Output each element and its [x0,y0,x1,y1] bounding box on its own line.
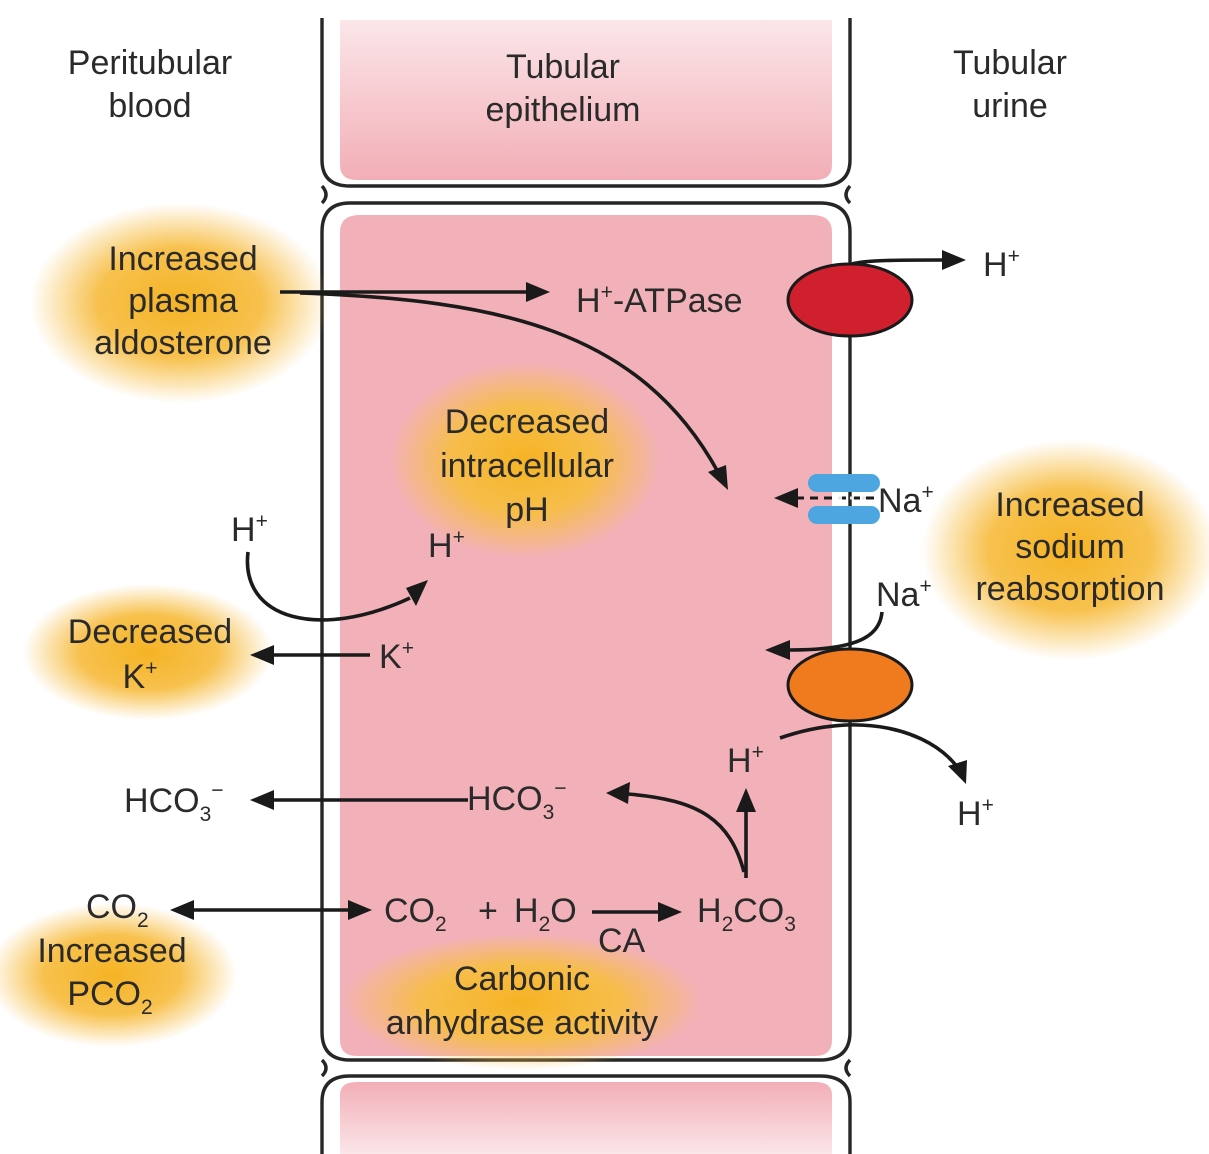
arrowhead [708,465,728,490]
arrows [170,250,967,922]
reaction-plus: + [478,892,498,930]
pco2-line2: PCO2 [67,975,152,1019]
sodium-reabsorption-line3: reabsorption [975,570,1164,608]
upper-cell-fill [340,20,832,180]
na-exchanger-label: Na+ [876,575,932,614]
na-h-exchanger [786,647,914,723]
na-channel-label: Na+ [878,481,934,520]
reaction-co2: CO2 [384,892,447,936]
h-blood-to-cell-arrow [245,551,411,622]
reaction-enzyme-ca: CA [598,922,646,960]
carbonic-anhydrase-line1: Carbonic [454,960,590,998]
reaction-h2o: H2O [514,892,577,936]
lower-junction [320,1058,852,1078]
carbonic-anhydrase-line2: anhydrase activity [386,1004,658,1042]
arrowhead [170,900,194,920]
lower-cell-fill [340,1082,832,1154]
aldosterone-line3: aldosterone [94,324,272,362]
h-atpase-pump [786,262,914,338]
h-exchanger-out-label: H+ [957,794,994,833]
sodium-reabsorption-line1: Increased [995,486,1144,524]
main-cell-wall [320,201,852,1062]
highlight-glows [0,203,1209,1070]
hco3-blood-label: HCO3− [124,779,224,826]
arrowhead [250,790,274,810]
k-cell-label: K+ [379,637,414,676]
arrowhead [736,788,756,812]
transporters [786,262,914,723]
aldosterone-to-cell-arrow [299,291,720,473]
na-exchanger-arrow [789,611,884,652]
intracellular-ph-line3: pH [505,491,548,529]
header-tubular-epithelium-line1: Tubular [506,48,620,86]
arrowhead [774,488,798,508]
lower-cell-wall [320,1074,852,1154]
arrowhead [348,900,372,920]
column-headers: Peritubular blood Tubular epithelium Tub… [68,44,1067,129]
hco3-cell-label: HCO3− [467,777,567,824]
h-atpase-label: H+-ATPase [576,281,743,320]
header-tubular-urine-line1: Tubular [953,44,1067,82]
decreased-k-line2: K+ [123,657,158,696]
intracellular-ph-line1: Decreased [445,403,609,441]
na-channel-top [808,474,880,492]
upper-cell-wall [320,18,852,188]
arrowhead [606,782,630,804]
atpase-h-out-arrow [851,258,946,266]
decreased-k-glow [23,584,273,720]
aldosterone-line2: plasma [128,282,238,320]
h-exchanger-arrow [779,723,960,770]
reaction-h2co3: H2CO3 [697,892,796,936]
h-exchanger-in-label: H+ [727,741,764,780]
pco2-glow [0,903,237,1047]
aldosterone-line1: Increased [108,240,257,278]
highlight-labels: Increased plasma aldosterone Decreased i… [37,240,1164,1042]
na-channel-bottom [808,506,880,524]
arrowhead [658,902,682,922]
arrowhead [526,282,550,302]
sodium-reabsorption-glow [922,440,1209,660]
header-tubular-urine-line2: urine [972,87,1048,125]
intracellular-ph-glow [390,362,660,558]
chemical-labels: H+-ATPase H+ Na+ Na+ H+ H+ H+ H+ K+ HCO3… [86,245,1020,960]
decreased-k-line1: Decreased [68,613,232,651]
arrowhead [406,580,428,606]
header-tubular-epithelium-line2: epithelium [486,91,641,129]
h2co3-to-hco3-arrow [627,792,746,873]
upper-junction [320,184,852,205]
pco2-line1: Increased [37,932,186,970]
arrowhead [942,250,966,270]
carbonic-anhydrase-glow [342,934,702,1070]
co2-blood-label: CO2 [86,888,149,932]
sodium-reabsorption-line2: sodium [1015,528,1125,566]
arrowhead [765,640,790,660]
header-peritubular-blood-line1: Peritubular [68,44,232,82]
arrowhead [948,760,967,784]
h-out-top-label: H+ [983,245,1020,284]
arrowhead [250,645,274,665]
header-peritubular-blood-line2: blood [108,87,191,125]
h-blood-label: H+ [231,510,268,549]
intracellular-ph-line2: intracellular [440,447,614,485]
h-cell-label: H+ [428,526,465,565]
aldosterone-glow [30,203,330,403]
